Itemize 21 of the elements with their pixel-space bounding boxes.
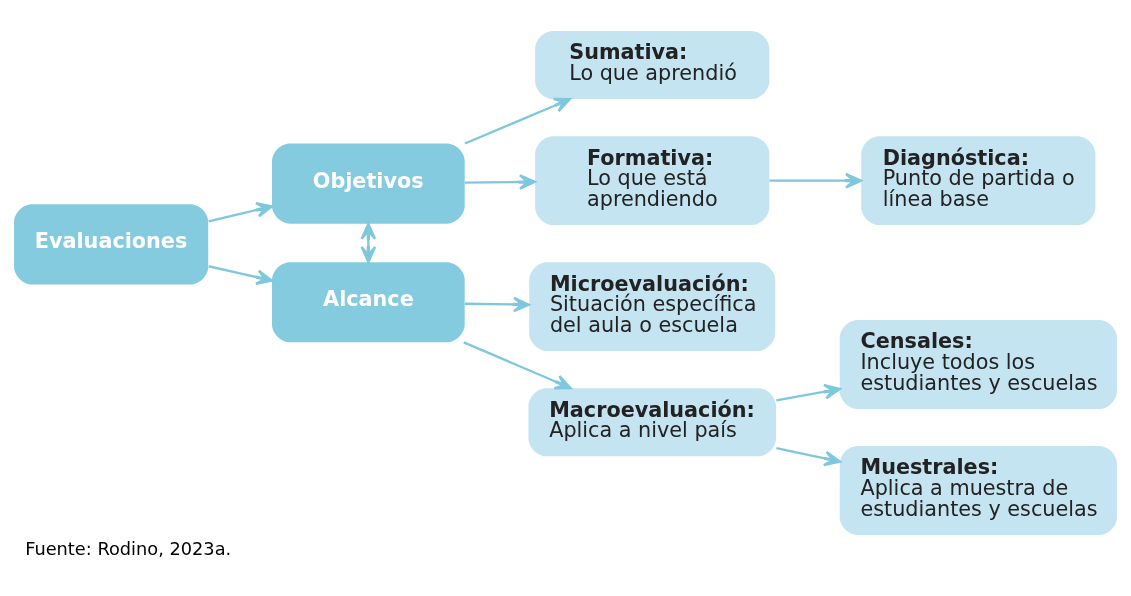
arrow <box>208 264 274 285</box>
node-box: Censales: Incluye todos los estudiantes y escuelas <box>839 319 1117 409</box>
arrow <box>463 340 572 389</box>
node-box: Sumativa: Lo que aprendió <box>535 30 770 99</box>
arrow <box>464 173 536 190</box>
arrow <box>464 296 531 312</box>
arrow <box>769 172 863 188</box>
node-box: Alcance <box>272 261 465 342</box>
arrow <box>360 222 377 263</box>
arrow <box>776 383 841 401</box>
arrow <box>464 97 571 145</box>
node-box: Formativa: Lo que está aprendiendo <box>535 135 770 225</box>
node-box: Evaluaciones <box>14 203 209 284</box>
node-box: Muestrales: Aplica a muestra de estudiantes y escuelas <box>839 445 1117 535</box>
arrow <box>208 201 274 223</box>
arrow <box>776 446 841 466</box>
node-box: Macroevaluación: Aplica a nivel país <box>528 387 776 456</box>
node-box: Objetivos <box>272 143 465 224</box>
caption: Fuente: Rodino, 2023a. <box>25 537 232 559</box>
node-box: Microevaluación: Situación específica del aula o escuela <box>529 261 776 351</box>
node-box: Diagnóstica: Punto de partida o línea base <box>861 135 1096 225</box>
